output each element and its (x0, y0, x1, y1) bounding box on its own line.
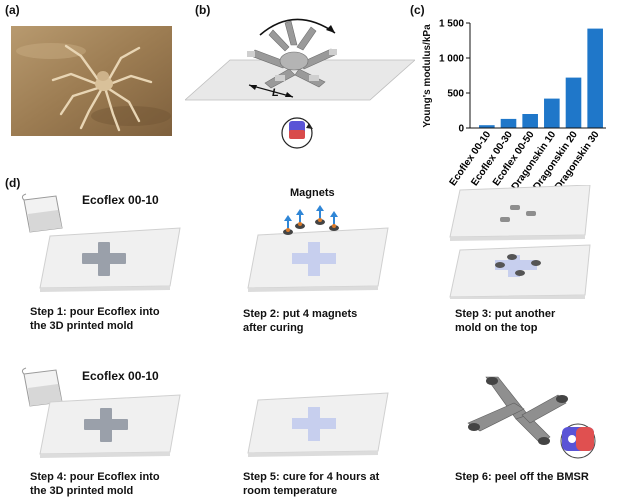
bar (522, 114, 538, 128)
step-6-caption: Step 6: peel off the BMSR (455, 470, 589, 484)
step-4-line1: Step 4: pour Ecoflex into (30, 471, 160, 483)
step-6-illustration (467, 376, 596, 459)
step-5-caption: Step 5: cure for 4 hours at room tempera… (243, 470, 379, 498)
y-tick-label: 1 500 (439, 19, 464, 30)
step-2-illustration (247, 205, 389, 292)
magnet-icon (560, 423, 596, 459)
panel-c-label: (c) (410, 3, 425, 17)
bar (479, 125, 495, 128)
robot-schematic (185, 18, 415, 149)
ecoflex-label-step1: Ecoflex 00-10 (82, 193, 159, 207)
panel-d-label: (d) (5, 176, 21, 190)
step-1-line2: the 3D printed mold (30, 320, 134, 332)
bar (565, 77, 582, 128)
y-tick-label: 1 000 (439, 54, 464, 65)
length-label: L (272, 87, 279, 99)
step-2-line2: after curing (243, 322, 304, 334)
step-5-line2: room temperature (243, 485, 338, 497)
y-tick-label: 500 (447, 89, 464, 100)
step-1-line1: Step 1: pour Ecoflex into (30, 306, 160, 318)
step-5-illustration (247, 392, 389, 457)
magnet-icon (281, 117, 313, 149)
step-4-line2: the 3D printed mold (30, 485, 134, 497)
beaker-icon (21, 367, 63, 407)
step-3-caption: Step 3: put another mold on the top (455, 307, 555, 335)
ecoflex-label-step4: Ecoflex 00-10 (82, 369, 159, 383)
y-tick-label: 0 (458, 124, 464, 135)
bar (544, 98, 560, 128)
step-6-line1: Step 6: peel off the BMSR (455, 471, 589, 483)
step-5-line1: Step 5: cure for 4 hours at (243, 471, 380, 483)
panel-a-label: (a) (5, 3, 20, 17)
step-4-illustration (21, 367, 181, 458)
spider-photo (11, 26, 172, 136)
step-4-caption: Step 4: pour Ecoflex into the 3D printed… (30, 470, 160, 498)
chart-ylabel: Young's modulus/kPa (422, 24, 433, 128)
panel-b-label: (b) (195, 3, 211, 17)
magnets-label: Magnets (290, 187, 335, 199)
step-3-line1: Step 3: put another (455, 308, 556, 320)
cross-cavity (82, 242, 126, 276)
step-1-caption: Step 1: pour Ecoflex into the 3D printed… (30, 305, 160, 333)
bar (587, 28, 603, 129)
step-3-line2: mold on the top (455, 322, 538, 334)
step-1-illustration (21, 193, 181, 292)
step-3-illustration (449, 185, 591, 299)
bar (500, 118, 517, 128)
magnet-markers (283, 205, 339, 235)
step-2-caption: Step 2: put 4 magnets after curing (243, 307, 357, 335)
beaker-icon (21, 193, 63, 233)
step-2-line1: Step 2: put 4 magnets (243, 308, 358, 320)
